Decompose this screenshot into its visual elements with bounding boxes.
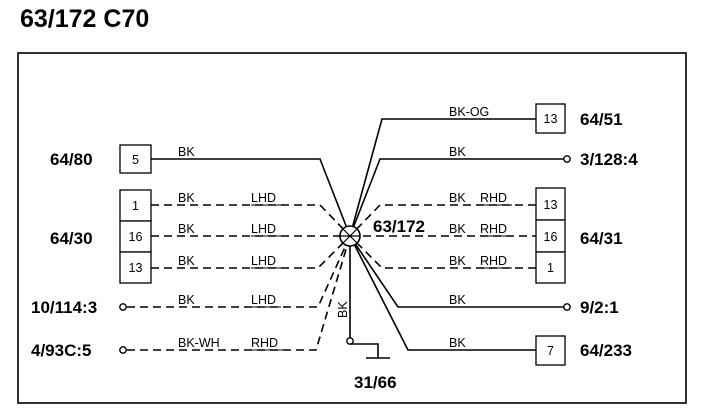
wire-variant-64-31-13: RHD <box>480 191 507 205</box>
wire-64-51 <box>349 118 536 237</box>
wire-variant-64-31-16: RHD <box>480 222 507 236</box>
terminal-4-93c <box>119 346 127 354</box>
connector-label-64-30: 64/30 <box>50 229 93 248</box>
wire-color-9-2: BK <box>449 293 466 307</box>
wire-color-64-51: BK-OG <box>449 105 489 119</box>
wire-variant-64-30-13: LHD <box>251 254 276 268</box>
wire-variant-64-30-1: LHD <box>251 191 276 205</box>
wire-color-4-93c: BK-WH <box>178 336 220 350</box>
pin-label-64-31-16: 16 <box>544 230 558 244</box>
pin-label-64-30-13: 13 <box>129 261 143 275</box>
pin-label-64-30-16: 16 <box>129 230 143 244</box>
wire-64-233 <box>349 235 536 351</box>
wire-color-64-30-13: BK <box>178 254 195 268</box>
wire-color-64-31-16: BK <box>449 222 466 236</box>
pin-label-64-30-1: 1 <box>132 199 139 213</box>
pin-box-64-30-16 <box>119 220 152 253</box>
wire-color-64-31-13: BK <box>449 191 466 205</box>
wire-variant-4-93c: RHD <box>251 336 278 350</box>
wire-color-10-114: BK <box>178 293 195 307</box>
pin-box-64-80 <box>119 144 152 174</box>
diagram-title: 63/172 C70 <box>20 5 149 33</box>
connector-label-64-233: 64/233 <box>580 341 632 360</box>
wire-64-30-pin-13 <box>151 235 351 269</box>
diagram-frame <box>17 52 687 404</box>
terminal-3-128 <box>563 155 571 163</box>
label-underlines <box>251 204 512 351</box>
pin-label-64-80: 5 <box>132 153 139 167</box>
splice-symbol <box>339 225 361 247</box>
wire-color-64-30-1: BK <box>178 191 195 205</box>
wire-4-93c <box>127 235 351 351</box>
wire-color-64-80: BK <box>178 145 195 159</box>
connector-label-10-114: 10/114:3 <box>31 298 97 317</box>
wire-3-128 <box>349 158 564 237</box>
wire-color-64-31-1: BK <box>449 254 466 268</box>
pin-label-64-31-1: 1 <box>547 261 554 275</box>
splice-label: 63/172 <box>373 217 425 236</box>
pin-box-64-30-13 <box>119 251 152 284</box>
connector-label-64-31: 64/31 <box>580 229 623 248</box>
wire-color-64-233: BK <box>449 336 466 350</box>
connector-label-64-51: 64/51 <box>580 110 623 129</box>
wire-64-31-pin-1 <box>349 235 536 269</box>
terminal-10-114 <box>119 303 127 311</box>
pin-box-64-30-1 <box>119 189 152 222</box>
wire-64-80 <box>151 158 351 237</box>
connector-label-3-128: 3/128:4 <box>580 150 638 169</box>
ground-label: 31/66 <box>354 373 397 392</box>
pin-box-64-31-13 <box>535 187 566 221</box>
ground-lead <box>350 343 379 358</box>
wire-10-114 <box>127 235 351 308</box>
pin-box-64-31-1 <box>535 251 566 284</box>
pin-box-64-233 <box>535 335 566 366</box>
pin-box-64-51 <box>535 103 566 134</box>
wire-color-3-128: BK <box>449 145 466 159</box>
connector-label-9-2: 9/2:1 <box>580 298 619 317</box>
wire-variant-10-114: LHD <box>251 293 276 307</box>
connector-label-64-80: 64/80 <box>50 150 93 169</box>
wire-variant-64-31-1: RHD <box>480 254 507 268</box>
wire-variant-64-30-16: LHD <box>251 222 276 236</box>
connector-label-4-93c: 4/93C:5 <box>31 341 91 360</box>
wire-64-30-pin-1 <box>151 204 351 237</box>
wire-color-ground: BK <box>336 301 350 318</box>
terminal-9-2 <box>563 303 571 311</box>
wire-9-2 <box>349 235 564 308</box>
pin-label-64-51: 13 <box>544 112 558 126</box>
pin-label-64-233: 7 <box>547 344 554 358</box>
pin-box-64-31-16 <box>535 219 566 253</box>
pin-label-64-31-13: 13 <box>544 198 558 212</box>
wire-color-64-30-16: BK <box>178 222 195 236</box>
